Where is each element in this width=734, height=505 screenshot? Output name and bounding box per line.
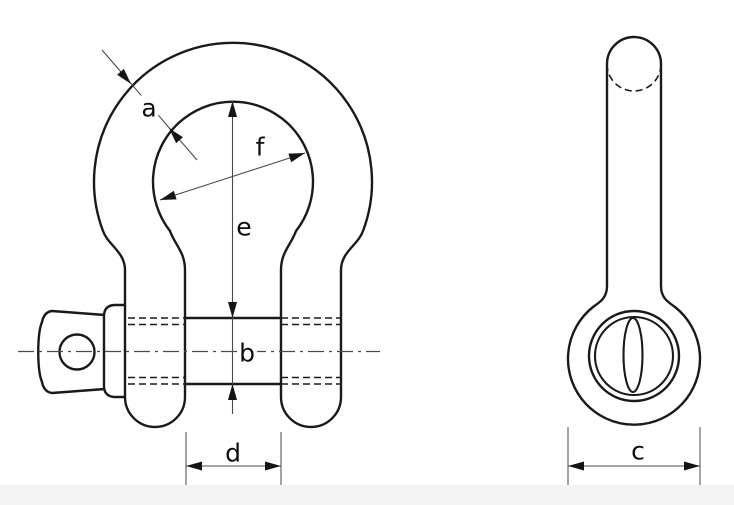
pin-head-inner-circle [593,315,675,397]
dim-label-f: f [255,132,265,162]
bow-section-hidden-arc [606,63,662,92]
dim-c [567,427,701,492]
pin-slot [622,316,644,394]
dim-label-e: e [236,212,252,242]
dim-label-d: d [225,438,241,468]
dim-e-b [228,101,237,414]
shackle-body-outline [92,41,374,429]
dim-label-b: b [237,338,257,368]
thread-hidden-lines [128,317,340,385]
side-view [566,35,702,492]
dim-label-c: c [631,436,645,466]
bottom-background-strip [0,485,734,505]
front-view [18,41,380,492]
dim-d [185,432,282,492]
dim-label-a: a [139,93,159,123]
pin-head-circle [587,309,681,403]
